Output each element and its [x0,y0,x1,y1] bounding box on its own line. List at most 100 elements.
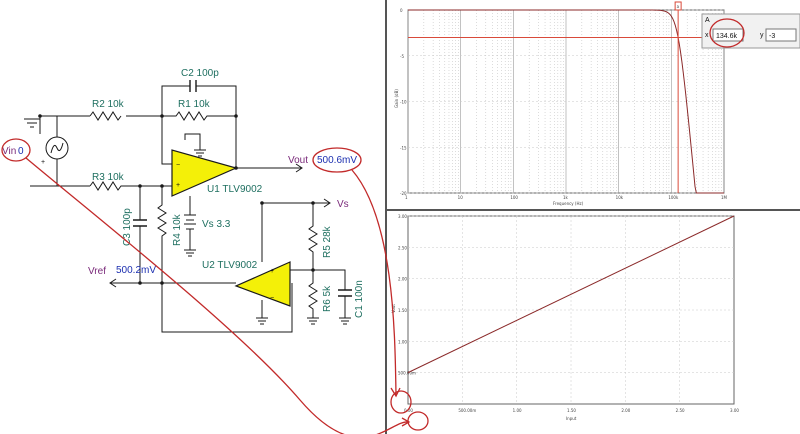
bode-xlabel: Frequency (Hz) [553,201,584,206]
r3-label: R3 10k [92,172,125,183]
bode-gain-trace [408,9,724,194]
ground-symbol-u2 [256,300,268,325]
r3-resistor [89,181,172,191]
cursor-tag-letter: a [677,4,680,9]
vref-arrow [109,278,117,288]
bode-xtick-label: 1k [563,195,569,200]
cursor-x-value: 134.6k [716,33,738,40]
u1-opamp [171,149,238,197]
bode-xtick-label: 1M [721,195,728,200]
cursor-x-field[interactable] [712,28,744,42]
dc-xtick-label: 500.00m [458,408,476,413]
bode-ylabel: Gain (dB) [394,89,399,108]
junction-dot [311,268,315,272]
junction-dot [311,201,315,205]
vs-source-label: Vs 3.3 [202,219,231,230]
dc-xtick-label: 3.00 [730,408,739,413]
wire-top-left [39,115,90,119]
junction-dot [160,114,164,118]
vref-label: Vref [88,266,106,277]
bode-ytick-label: -5 [400,54,404,59]
r6-resistor [308,270,318,318]
u2-plus-pin: + [270,268,274,275]
dc-xtick-label: 0.00 [404,408,413,413]
ground-symbol-vs [184,249,196,257]
u2-opamp [234,261,291,307]
annotation-circle-vin [1,138,31,162]
junction-dot [160,281,164,285]
annotation-circle-dc-origin-x [407,411,429,431]
bode-xtick-label: 100k [668,195,679,200]
junction-dot [138,281,142,285]
dc-xtick-label: 1.00 [513,408,522,413]
r2-label: R2 10k [92,99,125,110]
dc-ytick-label: 1.00 [398,339,407,344]
cursor-x-label: x [705,32,709,39]
junction-dot [234,114,238,118]
annotation-arrow-vin [25,157,409,434]
annotation-arrowhead-vout [390,387,401,398]
r4-label: R4 10k [172,213,183,246]
wire-u1-supply [184,133,201,140]
wire-u2-feedback [161,283,293,333]
annotation-arrowhead-vin [401,417,411,427]
vin-label: Vin [2,146,16,157]
bode-ytick-label: -15 [400,145,407,150]
dc-xlabel: Input [566,416,577,421]
junction-dot [234,166,238,170]
bode-ytick-label: -10 [400,100,407,105]
vin-source-wave [50,142,64,154]
dc-ytick-label: 3.00 [398,214,407,219]
bode-ytick-label: -20 [400,191,407,196]
cursor-y-value: -3 [769,33,775,40]
wire-c1 [313,269,346,290]
bode-xtick-label: 10 [458,195,464,200]
dc-grid [408,215,734,404]
dc-series [407,215,735,374]
r5-label: R5 28k [322,225,333,258]
wire-inverting [161,116,172,165]
bode-ytick-label: 0 [400,8,403,13]
cursor-y-field[interactable] [765,28,797,42]
c2-wire [161,85,237,116]
dc-xtick-label: 2.00 [621,408,630,413]
dc-ytick-label: 500.00m [398,371,416,376]
c2-label: C2 100p [181,68,219,79]
r2-resistor [89,111,122,121]
ground-symbol-left [24,118,40,128]
dc-xtick-label: 2.50 [676,408,685,413]
r6-label: R6 5k [322,285,333,312]
r4-resistor [157,186,167,283]
junction-dot [138,184,142,188]
c3-label: C3 100p [122,208,133,246]
junction-dot [160,184,164,188]
cursor-tag[interactable] [674,1,682,11]
c1-label: C1 100n [354,280,365,318]
cursor-readout-label: A [705,17,710,24]
vs-rail-label: Vs [337,199,349,210]
cursor-y-label: y [760,32,764,39]
dc-ylabel: Vout [391,304,396,313]
r1-resistor [162,111,236,121]
junction-dot [38,114,42,118]
annotation-circle-dc-origin-y [390,390,412,414]
ground-symbol-r6 [307,317,319,325]
junction-dots [38,114,315,285]
bode-xtick-label: 100 [510,195,518,200]
bode-xtick-label: 10k [616,195,624,200]
r5-resistor [308,203,318,270]
annotation-arrow-vout [351,169,397,396]
u2-minus-pin: − [270,295,274,302]
dc-ytick-label: 2.50 [398,245,407,250]
junction-dot [260,201,264,205]
r1-label: R1 10k [178,99,211,110]
dc-series-line [407,215,735,374]
annotation-circle-cutoff [709,18,745,48]
vref-value: 500.2mV [116,265,156,276]
annotation-circle-vout [312,147,362,173]
